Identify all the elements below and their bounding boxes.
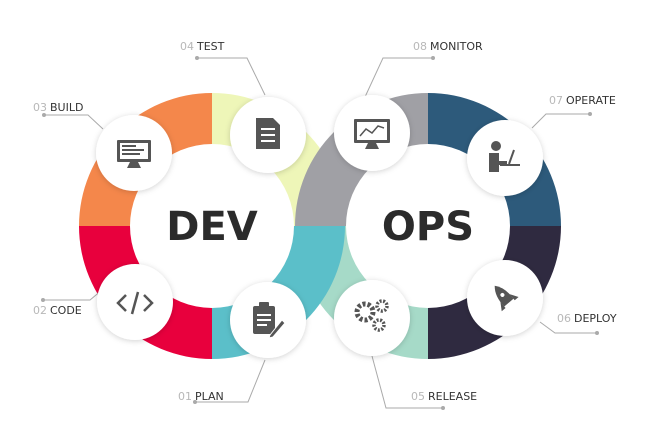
ops-title: OPS — [382, 204, 474, 250]
stage-number: 05 — [411, 390, 425, 403]
checklist-document-icon — [256, 118, 280, 149]
monitor-chart-icon — [354, 119, 390, 149]
stage-number: 08 — [413, 40, 427, 53]
rocket-icon — [494, 285, 519, 312]
stage-number: 01 — [178, 390, 192, 403]
stage-label: TEST — [196, 40, 225, 53]
gears-icon — [354, 299, 389, 332]
monitor-icon — [117, 140, 151, 168]
clipboard-pencil-icon — [253, 302, 286, 339]
stage-label: OPERATE — [566, 94, 616, 107]
ops-hub — [346, 144, 510, 308]
stage-number: 03 — [33, 101, 47, 114]
code-icon — [116, 291, 154, 315]
dev-title: DEV — [166, 204, 258, 250]
stage-number: 07 — [549, 94, 563, 107]
stage-label: DEPLOY — [574, 312, 617, 325]
stage-label: MONITOR — [430, 40, 483, 53]
person-laptop-icon — [489, 141, 520, 172]
stage-label: BUILD — [50, 101, 83, 114]
stage-number: 04 — [180, 40, 194, 53]
dev-hub — [130, 144, 294, 308]
stage-label: PLAN — [195, 390, 224, 403]
stage-label: CODE — [50, 304, 82, 317]
stage-number: 02 — [33, 304, 47, 317]
stage-number: 06 — [557, 312, 571, 325]
stage-label: RELEASE — [428, 390, 477, 403]
